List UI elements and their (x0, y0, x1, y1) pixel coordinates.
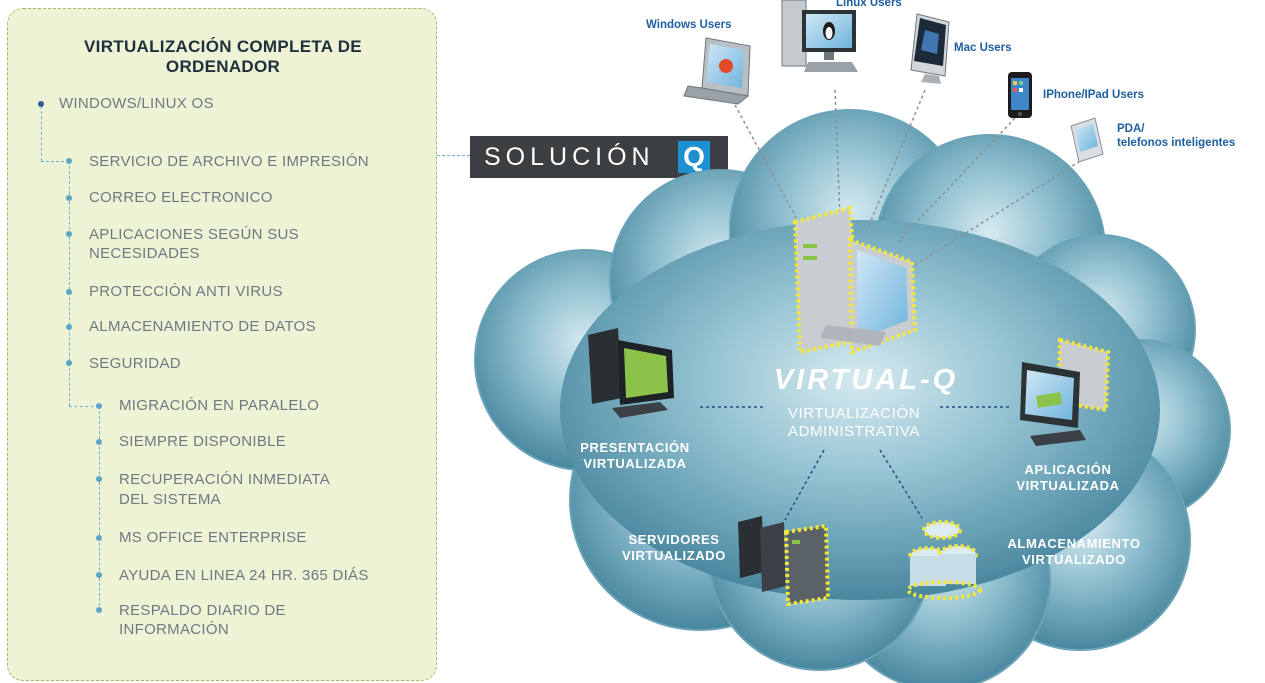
servers-label: SERVIDORES VIRTUALIZADO (612, 532, 736, 564)
central-server-icon (792, 205, 918, 355)
cloud-shape (474, 109, 1231, 683)
admin-virtualization-label: VIRTUALIZACIÓN ADMINISTRATIVA (764, 405, 944, 441)
bullet (66, 289, 72, 295)
bullet (38, 101, 44, 107)
tree-connector (69, 406, 99, 407)
servers-label-line2: VIRTUALIZADO (622, 548, 726, 563)
tree-connector (41, 161, 69, 162)
storage-icon (906, 520, 982, 600)
storage-label-line2: VIRTUALIZADO (1022, 552, 1126, 567)
list-item-extra: RESPALDO DIARIO DE (119, 602, 286, 619)
storage-label-line1: ALMACENAMIENTO (1007, 536, 1141, 551)
list-item-service: NECESIDADES (89, 245, 200, 262)
banner-text: SOLUCIÓN (484, 143, 655, 171)
list-item-extra: AYUDA EN LINEA 24 HR. 365 DIÁS (119, 567, 369, 584)
list-item-extra: INFORMACIÓN (119, 621, 229, 638)
pda-label-line2: telefonos inteligentes (1117, 137, 1236, 149)
servers-label-line1: SERVIDORES (628, 532, 720, 547)
application-label-line2: VIRTUALIZADA (1016, 478, 1120, 493)
servers-icon (738, 516, 831, 607)
pda-label-line1: PDA/ (1117, 123, 1145, 135)
windows-users-label: Windows Users (646, 19, 732, 31)
bullet (66, 360, 72, 366)
bullet (66, 231, 72, 237)
list-item-service: APLICACIONES SEGÚN SUS (89, 226, 299, 243)
bullet (96, 476, 102, 482)
list-item-service: ALMACENAMIENTO DE DATOS (89, 318, 316, 335)
tree-connector (69, 161, 70, 406)
list-item-extra: SIEMPRE DISPONIBLE (119, 433, 287, 450)
list-item-os: WINDOWS/LINUX OS (59, 95, 214, 112)
iphone-icon (1008, 72, 1032, 118)
panel-title: VIRTUALIZACIÓN COMPLETA DE ORDENADOR (18, 37, 428, 77)
bullet (96, 572, 102, 578)
application-label: APLICACIÓN VIRTUALIZADA (1002, 462, 1134, 494)
application-workstation-icon (1020, 337, 1111, 446)
cloud-links (700, 406, 1010, 521)
linux-desktop-icon (781, 0, 858, 72)
list-item-service: CORREO ELECTRONICO (89, 189, 273, 206)
list-item-extra: MIGRACIÓN EN PARALELO (119, 397, 320, 414)
admin-label-line1: VIRTUALIZACIÓN (787, 405, 921, 422)
bullet (66, 158, 72, 164)
panel-title-line1: VIRTUALIZACIÓN COMPLETA DE (84, 37, 362, 56)
list-item-extra: RECUPERACIÓN INMEDIATA (119, 471, 331, 488)
presentation-label-line2: VIRTUALIZADA (583, 456, 687, 471)
bullet (66, 324, 72, 330)
list-item-service: SEGURIDAD (89, 355, 181, 372)
presentation-workstation-icon (588, 328, 674, 418)
linux-users-label: Linux Users (836, 0, 902, 9)
tree-connector (41, 106, 42, 161)
bullet (96, 535, 102, 541)
panel-link-line (437, 155, 470, 156)
mac-imac-icon (910, 13, 950, 84)
pda-icon (1070, 117, 1104, 163)
mac-users-label: Mac Users (954, 42, 1012, 54)
bullet (96, 403, 102, 409)
presentation-label-line1: PRESENTACIÓN (580, 440, 690, 455)
bullet (96, 439, 102, 445)
feature-panel: VIRTUALIZACIÓN COMPLETA DE ORDENADOR (7, 8, 437, 681)
pda-users-label: PDA/ telefonos inteligentes (1117, 122, 1235, 150)
iphone-users-label: IPhone/IPad Users (1043, 89, 1144, 101)
list-item-extra: MS OFFICE ENTERPRISE (119, 529, 307, 546)
virtual-q-brand: VIRTUAL-Q (773, 364, 959, 396)
q-logo-icon: Q (678, 141, 710, 173)
list-item-service: SERVICIO DE ARCHIVO E IMPRESIÓN (89, 153, 369, 170)
presentation-label: PRESENTACIÓN VIRTUALIZADA (570, 440, 700, 472)
device-links (734, 89, 1086, 266)
bullet (66, 195, 72, 201)
bullet (96, 607, 102, 613)
list-item-service: PROTECCIÓN ANTI VIRUS (89, 283, 283, 300)
solucion-q-banner: SOLUCIÓN Q (470, 136, 728, 178)
windows-laptop-icon (683, 37, 751, 105)
admin-label-line2: ADMINISTRATIVA (787, 423, 921, 440)
storage-label: ALMACENAMIENTO VIRTUALIZADO (996, 536, 1152, 568)
application-label-line1: APLICACIÓN (1024, 462, 1112, 477)
list-item-extra: DEL SISTEMA (119, 491, 221, 508)
tree-connector (99, 406, 100, 611)
panel-title-line2: ORDENADOR (165, 57, 281, 76)
